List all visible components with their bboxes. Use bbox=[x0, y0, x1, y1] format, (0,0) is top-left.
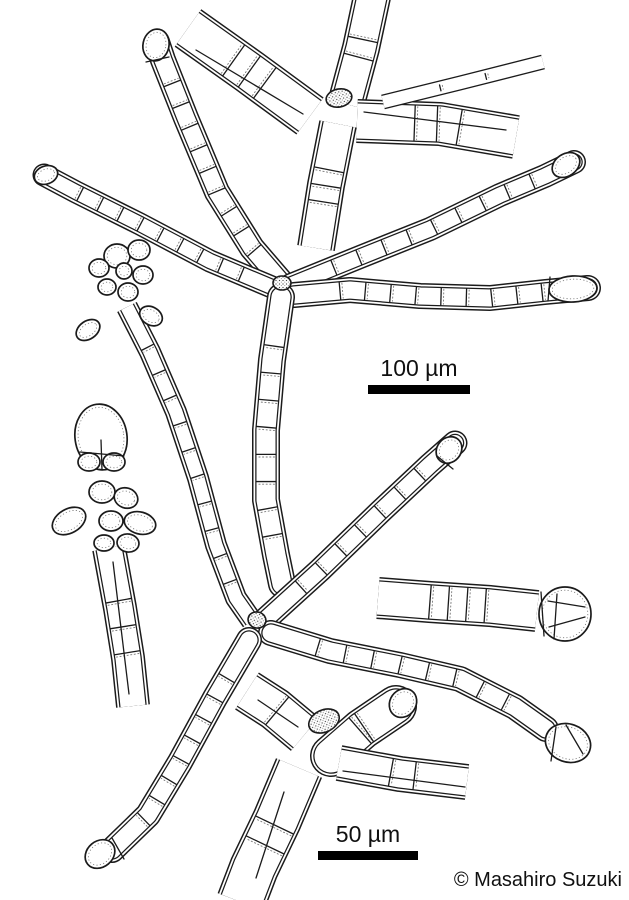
scale-bar-100um-line bbox=[368, 385, 470, 395]
scale-bar-100um: 100 µm bbox=[368, 355, 470, 395]
scale-bar-100um-label: 100 µm bbox=[380, 355, 458, 381]
scale-bar-50um: 50 µm bbox=[318, 821, 418, 861]
scale-bar-50um-label: 50 µm bbox=[335, 821, 401, 847]
copyright-credit: © Masahiro Suzuki bbox=[453, 869, 622, 891]
scale-bar-50um-line bbox=[318, 851, 418, 861]
